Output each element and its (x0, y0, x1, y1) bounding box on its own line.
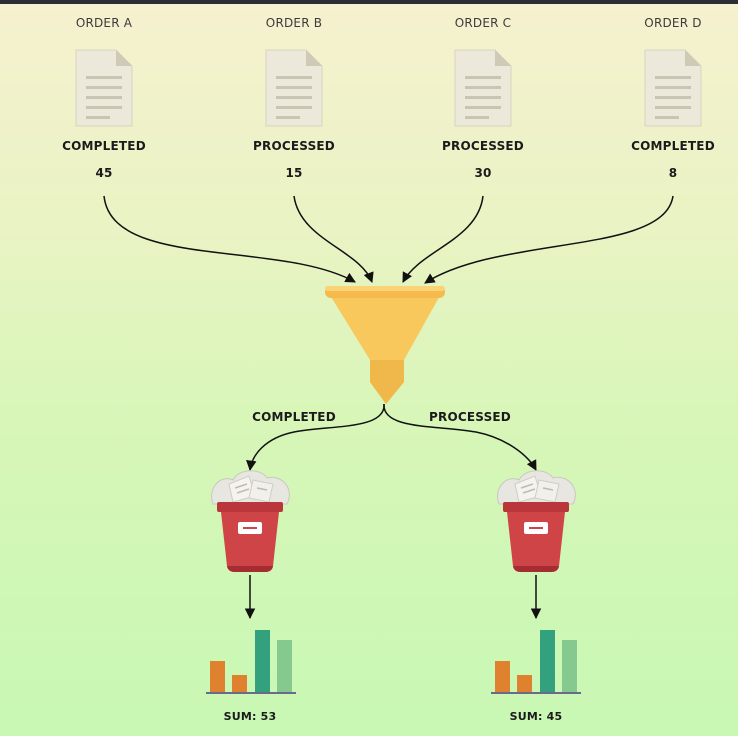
sum-completed: SUM: 53 (223, 710, 277, 723)
document-icon (265, 49, 323, 127)
branch-processed-label: PROCESSED (429, 410, 511, 424)
arrow-branch-processed (383, 403, 537, 471)
bar-orange-tall (495, 661, 510, 694)
order-b-count: 15 (285, 166, 303, 180)
document-icon (454, 49, 512, 127)
order-c-status: PROCESSED (442, 139, 524, 153)
order-a-count: 45 (95, 166, 113, 180)
top-border (0, 0, 738, 4)
order-d-title: ORDER D (644, 16, 702, 30)
order-c-count: 30 (474, 166, 492, 180)
bar-chart-icon (491, 630, 581, 694)
order-b-title: ORDER B (265, 16, 323, 30)
bar-orange-tall (210, 661, 225, 694)
paper-bin-icon (211, 470, 290, 572)
funnel-icon (325, 286, 445, 404)
bar-orange-short (517, 675, 532, 694)
chart-baseline (491, 692, 581, 694)
arrow-order-a (103, 195, 356, 283)
bar-teal (255, 630, 270, 694)
document-icon (75, 49, 133, 127)
order-d-count: 8 (668, 166, 678, 180)
arrow-order-b (293, 195, 374, 283)
bar-teal (540, 630, 555, 694)
bar-orange-short (232, 675, 247, 694)
order-c-title: ORDER C (454, 16, 512, 30)
branch-completed-label: COMPLETED (252, 410, 336, 424)
arrow-branch-completed (246, 403, 385, 472)
paper-bin-icon (497, 470, 576, 572)
order-a-status: COMPLETED (62, 139, 146, 153)
bar-light-green (562, 640, 577, 694)
order-a-title: ORDER A (75, 16, 133, 30)
order-d-status: COMPLETED (631, 139, 715, 153)
document-icon (644, 49, 702, 127)
arrow-order-c (402, 195, 484, 283)
chart-baseline (206, 692, 296, 694)
bar-light-green (277, 640, 292, 694)
order-b-status: PROCESSED (253, 139, 335, 153)
sum-processed: SUM: 45 (509, 710, 563, 723)
bar-chart-icon (206, 630, 296, 694)
arrow-order-d (424, 195, 674, 284)
